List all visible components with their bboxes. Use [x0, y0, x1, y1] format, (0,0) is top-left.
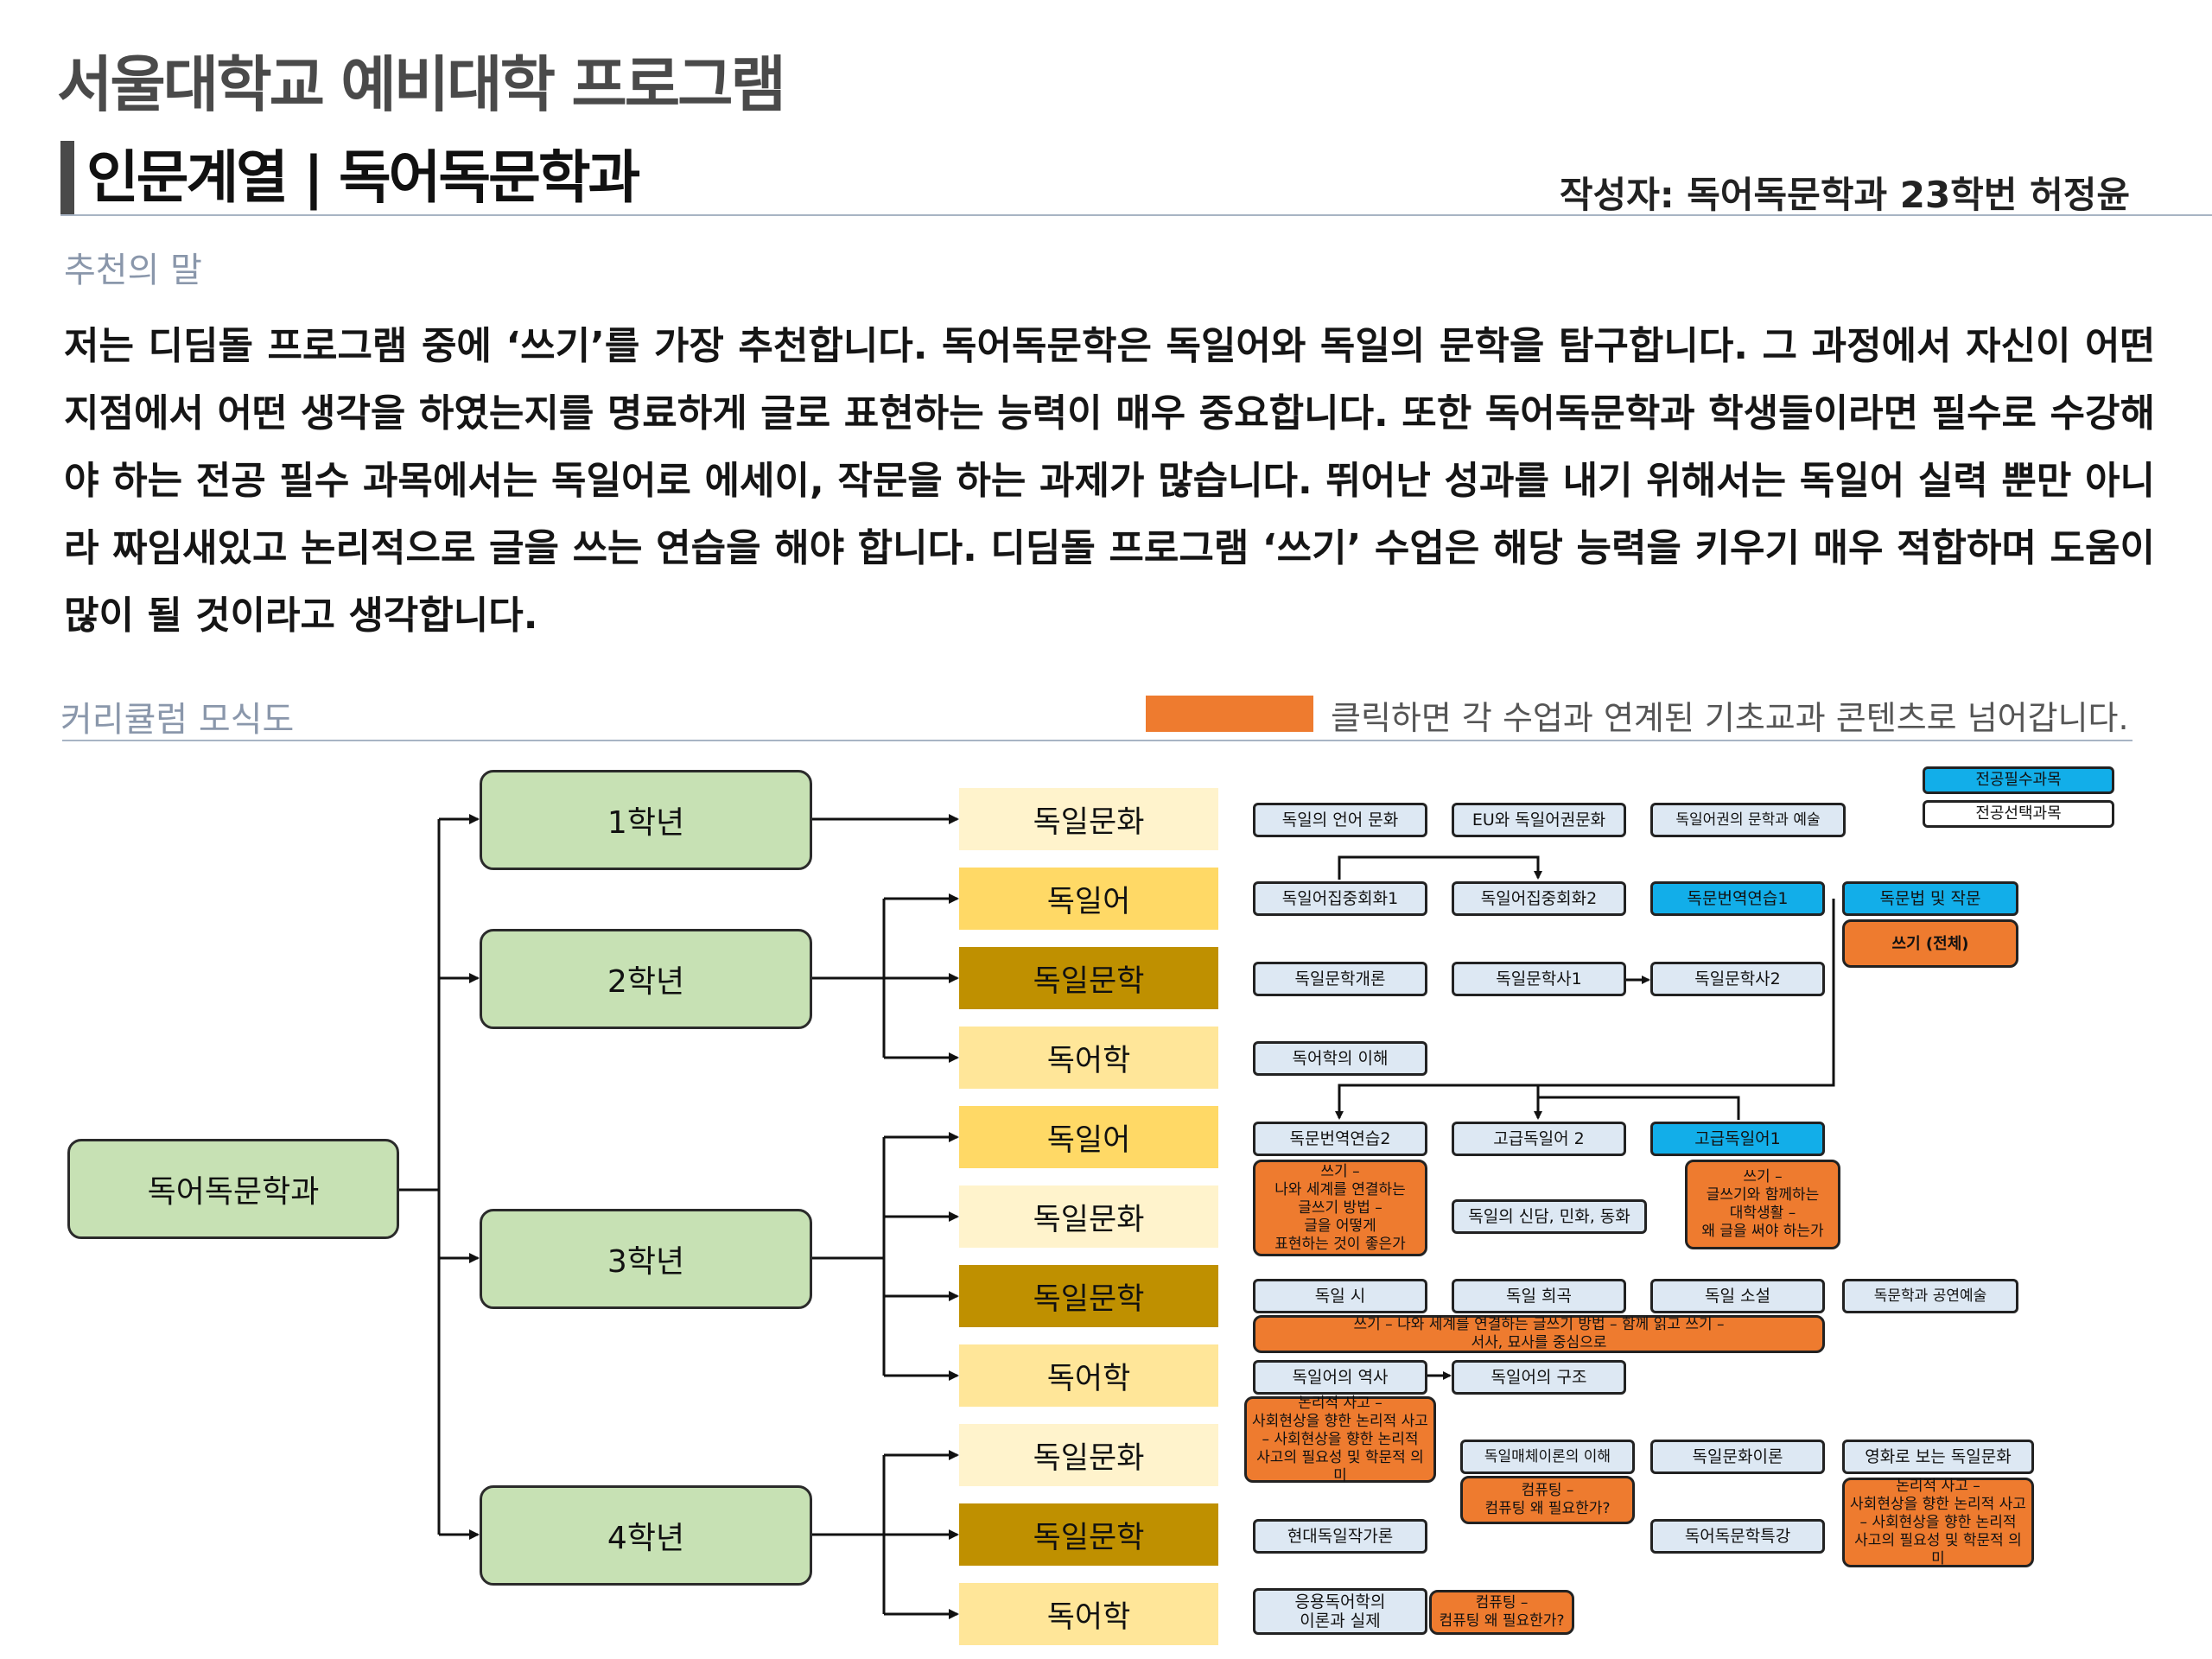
writing-logic-link-2[interactable]: 논리적 사고 – 사회현상을 향한 논리적 사고 – 사회현상을 향한 논리적 …: [1842, 1478, 2034, 1567]
area-y4-linguistics: 독어학: [959, 1583, 1218, 1645]
course-lang-struct[interactable]: 독일어의 구조: [1452, 1360, 1626, 1395]
title-bar-marker: [60, 141, 74, 215]
course-film[interactable]: 영화로 보는 독일문화: [1842, 1440, 2034, 1474]
writing-computing-link-2[interactable]: 컴퓨팅 – 컴퓨팅 왜 필요한가?: [1429, 1590, 1574, 1635]
writing-read-link[interactable]: 쓰기 – 나와 세계를 연결하는 글쓰기 방법 – 함께 읽고 쓰기 – 서사,…: [1253, 1315, 1825, 1353]
writing-thought-line-3: 대학생활 –: [1729, 1205, 1796, 1222]
writing-logic2-line-4: 사고의 필요성 및 학문적 의미: [1854, 1531, 2022, 1567]
writing-connect-line-4: 글을 어떻게: [1304, 1217, 1376, 1235]
area-y3-linguistics: 독어학: [959, 1344, 1218, 1407]
course-art[interactable]: 독일어권의 문학과 예술: [1650, 803, 1846, 837]
course-lit-intro[interactable]: 독일문학개론: [1253, 962, 1427, 996]
course-lit-hist2[interactable]: 독일문학사2: [1650, 962, 1825, 996]
course-performance[interactable]: 독문학과 공연예술: [1842, 1279, 2018, 1313]
course-modern[interactable]: 현대독일작가론: [1253, 1519, 1427, 1554]
writing-logic2-line-3: – 사회현상을 향한 논리적: [1859, 1513, 2017, 1531]
course-drama[interactable]: 독일 희곡: [1452, 1279, 1626, 1313]
writing-read-line-1: 쓰기 – 나와 세계를 연결하는 글쓰기 방법 – 함께 읽고 쓰기 –: [1353, 1316, 1725, 1333]
course-trans1[interactable]: 독문번역연습1: [1650, 881, 1825, 916]
writing-computing-line-2: 컴퓨팅 왜 필요한가?: [1484, 1500, 1611, 1517]
curriculum-heading: 커리큘럼 모식도: [60, 700, 295, 740]
course-applied[interactable]: 응용독어학의 이론과 실제: [1253, 1588, 1427, 1635]
course-poetry[interactable]: 독일 시: [1253, 1279, 1427, 1313]
dept-title: 인문계열 | 독어독문학과: [86, 144, 640, 211]
course-lang-culture[interactable]: 독일의 언어 문화: [1253, 803, 1427, 837]
root-dept-node: 독어독문학과: [67, 1139, 399, 1239]
program-title: 서울대학교 예비대학 프로그램: [57, 49, 786, 120]
course-special[interactable]: 독어독문학특강: [1650, 1519, 1825, 1554]
writing-logic2-line-2: 사회현상을 향한 논리적 사고: [1850, 1495, 2026, 1513]
course-applied-line-1: 응용독어학의: [1294, 1592, 1386, 1611]
recommend-heading: 추천의 말: [64, 251, 202, 290]
writing-computing-line-1: 컴퓨팅 –: [1521, 1482, 1574, 1499]
writing-logic-line-4: 사고의 필요성 및 학문적 의미: [1256, 1448, 1424, 1484]
area-y2-language: 독일어: [959, 868, 1218, 930]
course-ling-intro[interactable]: 독어학의 이해: [1253, 1041, 1427, 1076]
course-media[interactable]: 독일매체이론의 이해: [1460, 1440, 1635, 1474]
area-y2-linguistics: 독어학: [959, 1027, 1218, 1089]
legend-orange-swatch: [1146, 696, 1313, 732]
recommend-text: 저는 디딤돌 프로그램 중에 ‘쓰기’를 가장 추천합니다. 독어독문학은 독일…: [64, 324, 2155, 638]
writing-thought-link[interactable]: 쓰기 – 글쓰기와 함께하는 대학생활 – 왜 글을 써야 하는가: [1685, 1160, 1840, 1249]
writing-computing2-line-2: 컴퓨팅 왜 필요한가?: [1439, 1612, 1565, 1630]
writing-all-link[interactable]: 쓰기 (전체): [1842, 919, 2018, 968]
writing-computing-link[interactable]: 컴퓨팅 – 컴퓨팅 왜 필요한가?: [1460, 1476, 1635, 1524]
area-y3-culture: 독일문화: [959, 1185, 1218, 1248]
writing-computing2-line-1: 컴퓨팅 –: [1475, 1594, 1529, 1611]
year-3-node: 3학년: [480, 1209, 812, 1309]
course-applied-line-2: 이론과 실제: [1300, 1611, 1381, 1630]
writing-thought-line-1: 쓰기 –: [1743, 1168, 1783, 1185]
writing-logic2-line-1: 논리적 사고 –: [1896, 1477, 1980, 1495]
writing-read-line-2: 서사, 묘사를 중심으로: [1471, 1334, 1607, 1351]
curriculum-divider: [62, 740, 2133, 741]
writing-connect-link[interactable]: 쓰기 – 나와 세계를 연결하는 글쓰기 방법 – 글을 어떻게 표현하는 것이…: [1253, 1160, 1427, 1256]
course-eu[interactable]: EU와 독일어권문화: [1452, 803, 1626, 837]
writing-logic-line-2: 사회현상을 향한 논리적 사고: [1252, 1412, 1428, 1430]
year-2-node: 2학년: [480, 929, 812, 1029]
year-4-node: 4학년: [480, 1485, 812, 1586]
writing-logic-line-3: – 사회현상을 향한 논리적: [1262, 1430, 1419, 1448]
course-lit-hist1[interactable]: 독일문학사1: [1452, 962, 1626, 996]
course-lang-hist[interactable]: 독일어의 역사: [1253, 1360, 1427, 1395]
area-y4-culture: 독일문화: [959, 1424, 1218, 1486]
author-label: 작성자: 독어독문학과 23학번 허정윤: [1559, 174, 2130, 216]
course-adv1[interactable]: 고급독일어1: [1650, 1122, 1825, 1156]
area-y3-literature: 독일문학: [959, 1265, 1218, 1327]
course-conv2[interactable]: 독일어집중회화2: [1452, 881, 1626, 916]
year-1-node: 1학년: [480, 770, 812, 870]
writing-thought-line-2: 글쓰기와 함께하는: [1706, 1186, 1820, 1204]
writing-connect-line-1: 쓰기 –: [1320, 1162, 1360, 1180]
writing-logic-link[interactable]: 논리적 사고 – 사회현상을 향한 논리적 사고 – 사회현상을 향한 논리적 …: [1244, 1394, 1436, 1484]
course-trans2[interactable]: 독문번역연습2: [1253, 1122, 1427, 1156]
legend-text: 클릭하면 각 수업과 연계된 기초교과 콘텐츠로 넘어갑니다.: [1331, 699, 2129, 737]
area-y4-literature: 독일문학: [959, 1503, 1218, 1566]
writing-thought-line-4: 왜 글을 써야 하는가: [1701, 1223, 1824, 1240]
area-y1-culture: 독일문화: [959, 788, 1218, 850]
header-divider: [60, 214, 2212, 216]
course-adv2[interactable]: 고급독일어 2: [1452, 1122, 1626, 1156]
writing-connect-line-2: 나와 세계를 연결하는: [1274, 1180, 1406, 1198]
course-novel[interactable]: 독일 소설: [1650, 1279, 1825, 1313]
legend-elective-box: 전공선택과목: [1923, 800, 2114, 828]
course-culture-theory[interactable]: 독일문화이론: [1650, 1440, 1825, 1474]
area-y2-literature: 독일문학: [959, 947, 1218, 1009]
area-y3-language: 독일어: [959, 1106, 1218, 1168]
course-conv1[interactable]: 독일어집중회화1: [1253, 881, 1427, 916]
legend-required-box: 전공필수과목: [1923, 766, 2114, 794]
course-grammar[interactable]: 독문법 및 작문: [1842, 881, 2018, 916]
writing-connect-line-5: 표현하는 것이 좋은가: [1274, 1235, 1406, 1253]
writing-logic-line-1: 논리적 사고 –: [1298, 1394, 1382, 1412]
course-myth[interactable]: 독일의 신담, 민화, 동화: [1452, 1199, 1647, 1234]
writing-connect-line-3: 글쓰기 방법 –: [1298, 1198, 1382, 1217]
